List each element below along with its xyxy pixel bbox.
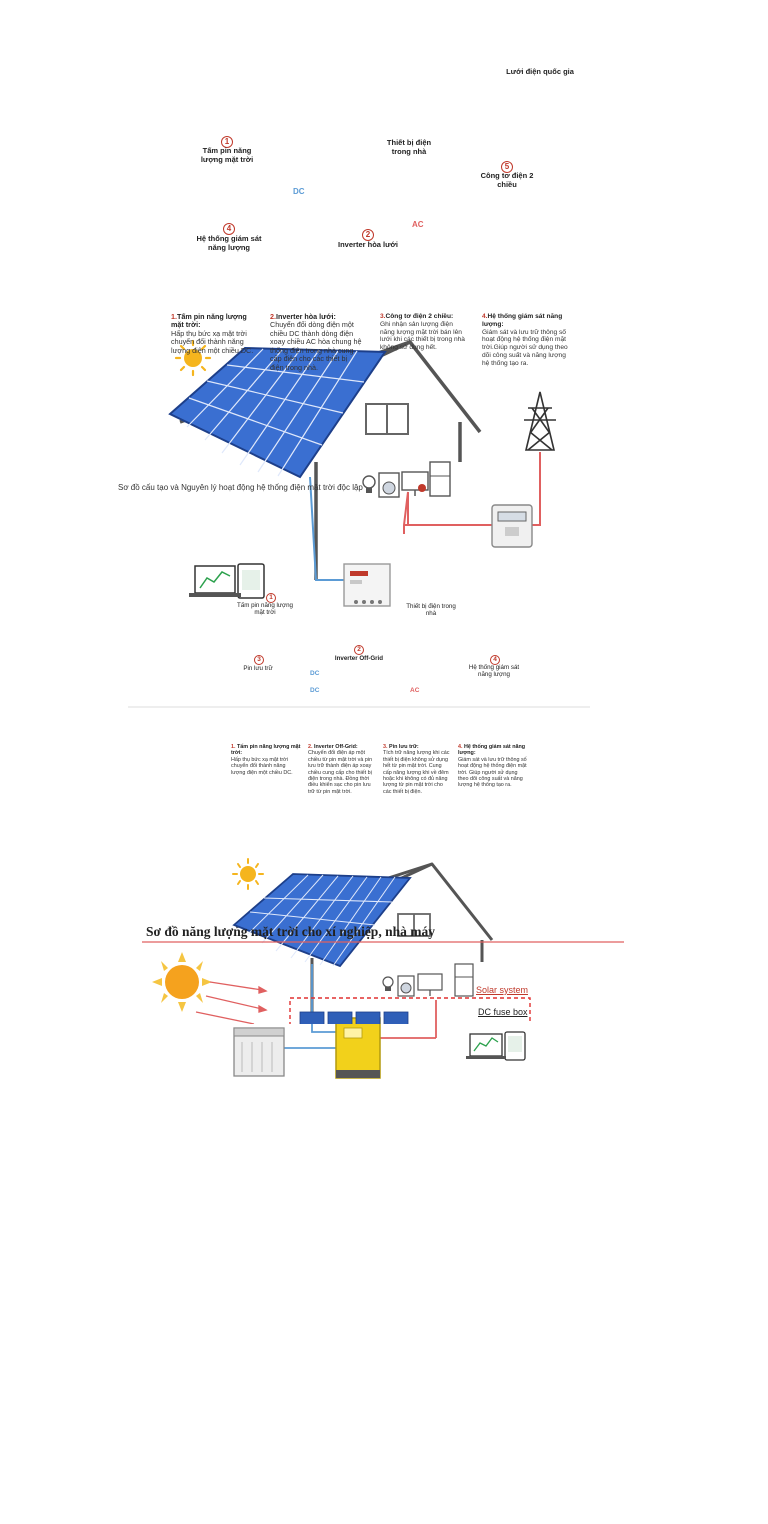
desc-2-body: Chuyển đổi điện áp một chiều từ pin mặt …: [308, 750, 373, 795]
sun-icon: [174, 339, 212, 377]
desc-column-2: 2.Inverter hòa lưới: Chuyển đổi dòng điệ…: [270, 312, 362, 372]
grid-tied-illustration: [128, 339, 590, 708]
sun-icon: [232, 858, 264, 890]
desc-4-body: Giám sát và lưu trữ thông số hoạt động h…: [482, 328, 568, 367]
desc-column-2: 2. Inverter Off-Grid: Chuyển đổi điện áp…: [308, 744, 376, 795]
monitoring-label: Hệ thống giám sát năng lượng: [468, 664, 520, 679]
step-2-badge: 2: [362, 229, 374, 241]
desc-2-title: Inverter Off-Grid:: [314, 744, 358, 750]
solar-panel-label: Tấm pin năng lượng mặt trời: [200, 146, 254, 164]
appliances-label: Thiết bị điện trong nhà: [386, 138, 432, 156]
home-appliances-icon: [362, 461, 451, 498]
desc-2-number: 2.: [270, 312, 276, 321]
desc-4-number: 4.: [458, 744, 463, 750]
desc-4-number: 4.: [482, 313, 488, 320]
desc-1-number: 1.: [171, 312, 177, 321]
step-5-badge: 5: [501, 161, 513, 173]
home-appliances-icon: [382, 963, 474, 997]
desc-4-body: Giám sát và lưu trữ thông số hoạt động h…: [458, 756, 527, 789]
desc-4-title: Hệ thống giám sát năng lượng:: [482, 313, 563, 328]
desc-1-body: Hấp thụ bức xạ mặt trời chuyển đổi thành…: [171, 328, 254, 355]
diagram-off-grid: 1 Tấm pin năng lượng mặt trời 2 Inverter…: [0, 500, 768, 1079]
grid-inverter-label: Inverter hòa lưới: [338, 240, 398, 249]
monitoring-devices-icon: [189, 563, 265, 599]
grid-inverter-icon: [343, 563, 391, 607]
desc-column-4: 4.Hệ thống giám sát năng lượng: Giám sát…: [482, 313, 568, 367]
bidirectional-meter-icon: [491, 504, 533, 548]
desc-2-title: Inverter hòa lưới:: [276, 312, 336, 321]
solar-system-boundary: [289, 997, 531, 1024]
step-4-badge: 4: [223, 223, 235, 235]
dc-label-2: DC: [310, 687, 320, 694]
desc-3-title: Pin lưu trữ:: [389, 744, 419, 750]
desc-column-4: 4. Hệ thống giám sát năng lượng: Giám sá…: [458, 744, 528, 789]
desc-1-body: Hấp thụ bức xạ mặt trời chuyển đổi thành…: [231, 756, 293, 776]
factory-illustration: [142, 941, 624, 1024]
desc-1-number: 1.: [231, 744, 236, 750]
desc-1-title: Tấm pin năng lượng mặt trời:: [171, 312, 247, 330]
solar-system-label: Solar system: [476, 985, 529, 995]
offgrid-inverter-icon: [335, 1017, 381, 1079]
storage-battery-icon: [233, 1027, 285, 1077]
solar-panel-array: [232, 873, 412, 968]
desc-1-title: Tấm pin năng lượng mặt trời:: [231, 744, 301, 757]
dc-label: DC: [293, 187, 305, 196]
dc-fuse-box-label: DC fuse box: [478, 1007, 528, 1017]
desc-column-1: 1.Tấm pin năng lượng mặt trời: Hấp thụ b…: [171, 312, 259, 355]
desc-3-number: 3.: [380, 313, 386, 320]
battery-label: Pin lưu trữ: [243, 665, 273, 672]
desc-column-1: 1. Tấm pin năng lượng mặt trời: Hấp thụ …: [231, 744, 301, 776]
dc-wire: [309, 476, 344, 581]
offgrid-inverter-label: Inverter Off-Grid: [334, 655, 384, 662]
caption-off-grid: Sơ đồ cấu tạo và Nguyên lý hoạt động hệ …: [118, 483, 363, 492]
meter-label: Công tơ điện 2 chiều: [480, 171, 534, 189]
desc-4-title: Hệ thống giám sát năng lượng:: [458, 744, 526, 757]
step-4-badge: 4: [490, 655, 500, 665]
desc-column-3: 3.Công tơ điện 2 chiều: Ghi nhận sản lượ…: [380, 313, 468, 352]
step-1-badge: 1: [221, 136, 233, 148]
appliances-label: Thiết bị điện trong nhà: [406, 603, 456, 618]
section-title: Sơ đồ năng lượng mặt trời cho xí nghiệp,…: [146, 924, 435, 939]
house-window: [365, 403, 409, 435]
monitoring-devices-icon: [466, 1031, 526, 1061]
power-pylon-icon: [524, 391, 556, 451]
dc-label-1: DC: [310, 670, 320, 677]
section-factory: Sơ đồ năng lượng mặt trời cho xí nghiệp,…: [0, 912, 768, 1024]
desc-3-body: Ghi nhận sản lượng điện năng lượng mặt t…: [380, 320, 465, 352]
step-1-badge: 1: [266, 593, 276, 603]
desc-3-title: Công tơ điện 2 chiều:: [385, 313, 454, 320]
house-window: [397, 913, 431, 937]
factory-solar-panels: [299, 1011, 409, 1024]
sun-ray-arrows: [195, 981, 268, 1024]
desc-2-number: 2.: [308, 744, 313, 750]
ac-label: AC: [410, 687, 420, 694]
solar-panel-array: [168, 346, 387, 479]
desc-column-3: 3. Pin lưu trữ: Tích trữ năng lượng khi …: [383, 744, 451, 795]
diagram-grid-tied: 1 Tấm pin năng lượng mặt trời 2 Inverter…: [0, 0, 768, 708]
ac-label: AC: [412, 220, 424, 229]
sun-icon: [152, 952, 212, 1012]
desc-3-number: 3.: [383, 744, 388, 750]
step-2-badge: 2: [354, 645, 364, 655]
ac-wire: [403, 452, 541, 534]
desc-3-body: Tích trữ năng lượng khi các thiết bị điệ…: [383, 750, 450, 795]
national-grid-label: Lưới điện quốc gia: [506, 67, 574, 76]
monitoring-label: Hệ thống giám sát năng lượng: [196, 234, 262, 252]
step-3-badge: 3: [254, 655, 264, 665]
desc-2-body: Chuyển đổi dòng điện một chiều DC thành …: [270, 320, 362, 372]
solar-panel-label: Tấm pin năng lượng mặt trời: [236, 602, 293, 617]
